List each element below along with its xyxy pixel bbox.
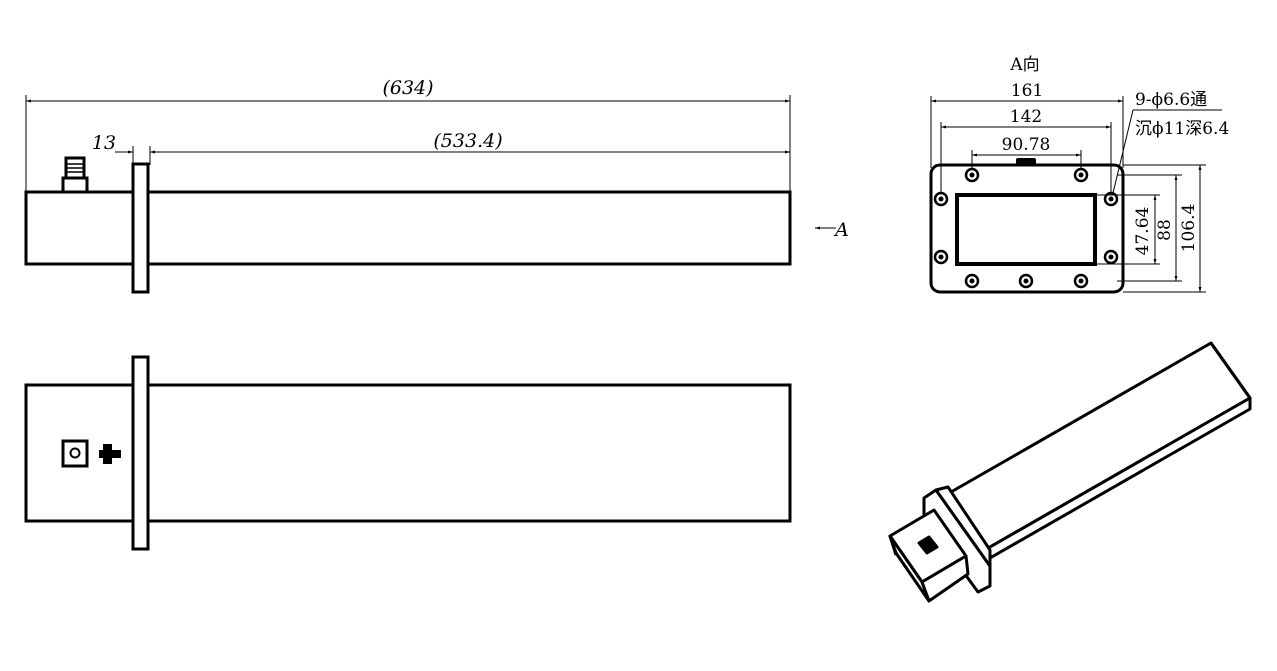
iso-tube-top — [942, 341, 1252, 553]
mounting-hole — [1103, 191, 1119, 207]
mounting-hole — [1073, 167, 1089, 183]
width-outer-label: 161 — [1011, 81, 1043, 101]
dimension-height-holes: 88 — [1117, 174, 1182, 282]
isometric-view — [888, 341, 1252, 603]
width-inner-label: 90.78 — [1002, 135, 1051, 155]
flange-offset-label: 13 — [92, 132, 116, 154]
mounting-hole — [1018, 273, 1034, 289]
mounting-hole — [964, 273, 980, 289]
dimension-height-outer: 106.4 — [1123, 164, 1206, 293]
mounting-hole — [1103, 249, 1119, 265]
width-holes-label: 142 — [1010, 107, 1042, 127]
side-view-top: (634) 13 (533.4) A — [24, 77, 849, 294]
mounting-hole — [933, 191, 949, 207]
mounting-hole — [933, 249, 949, 265]
coax-connector-icon — [61, 156, 89, 194]
side-view-bottom — [24, 355, 792, 551]
height-outer-label: 106.4 — [1179, 204, 1199, 253]
dimension-width-outer: 161 — [930, 81, 1124, 168]
flange-bottom — [131, 355, 150, 551]
end-view-title: A向 — [1009, 55, 1039, 75]
hole-callout: 9-ϕ6.6通 沉ϕ11深6.4 — [1112, 90, 1229, 194]
waveguide-body-top — [24, 190, 792, 266]
height-holes-label: 88 — [1155, 219, 1175, 241]
view-direction-arrow: A — [815, 219, 849, 241]
dimension-width-inner: 90.78 — [971, 135, 1082, 172]
connector-top-view-icon — [61, 439, 121, 468]
hole-note-line2: 沉ϕ11深6.4 — [1135, 119, 1229, 139]
waveguide-aperture — [955, 193, 1097, 266]
mounting-hole — [964, 167, 980, 183]
dimension-flange-offset: 13 — [92, 132, 151, 165]
end-view: A向 161 142 90.78 9-ϕ6.6通 沉ϕ11深6.4 — [929, 55, 1229, 294]
dimension-tube-length: (533.4) — [150, 130, 790, 154]
waveguide-body-bottom — [24, 383, 792, 523]
dimension-width-holes: 142 — [940, 107, 1112, 198]
height-inner-label: 47.64 — [1133, 207, 1153, 256]
flange-top — [131, 162, 150, 294]
tube-length-label: (533.4) — [433, 130, 502, 152]
iso-front-side — [920, 554, 970, 603]
overall-length-label: (634) — [382, 77, 433, 99]
iso-connector-icon — [917, 535, 939, 555]
mounting-holes — [933, 167, 1119, 289]
end-connector-nub — [1016, 158, 1036, 165]
view-arrow-label: A — [833, 219, 849, 241]
dimension-overall-length: (634) — [25, 77, 791, 195]
mounting-hole — [1073, 273, 1089, 289]
dimension-height-inner: 47.64 — [1095, 194, 1160, 265]
hole-note-line1: 9-ϕ6.6通 — [1135, 90, 1207, 110]
